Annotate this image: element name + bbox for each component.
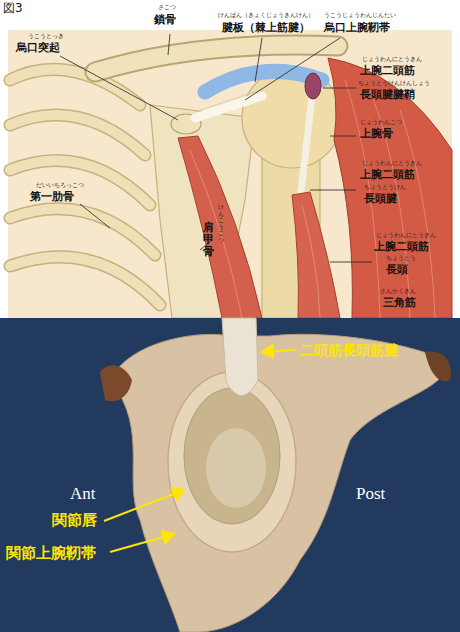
ligament-edge <box>195 90 260 112</box>
specimen-tissue <box>110 334 446 632</box>
leader-arrow <box>104 490 184 521</box>
rib <box>10 209 155 255</box>
tendon-sheath <box>305 73 321 99</box>
furigana: じょうわんこつ <box>360 119 402 126</box>
part-name: 肩甲骨 <box>203 222 214 258</box>
biceps-tendon-specimen <box>222 318 258 396</box>
rotator-cuff-tendon <box>205 71 322 92</box>
glenoid-center <box>206 428 266 508</box>
part-name: 長頭腱腱鞘 <box>360 89 415 102</box>
part-name: 上腕二頭筋 <box>360 169 415 182</box>
furigana: ちょうとうけん <box>364 184 406 191</box>
part-name: 上腕二頭筋 <box>360 65 415 78</box>
glenoid-cartilage <box>184 388 280 524</box>
part-name: 長頭腱 <box>364 193 397 206</box>
leader-line <box>168 34 170 55</box>
leader-arrow <box>110 534 174 552</box>
muscle-striation <box>302 205 320 318</box>
leader-line <box>255 38 262 82</box>
rib <box>10 161 150 205</box>
furigana: けんばん（きょくじょうきんけん） <box>218 12 314 19</box>
photo-arrows <box>104 350 296 552</box>
photo-label: 関節上腕靭帯 <box>6 545 96 562</box>
photo-label: 関節唇 <box>52 512 97 529</box>
biceps-long-head <box>292 192 340 318</box>
illustration-ground <box>8 30 452 318</box>
coracohumeral-ligament <box>195 96 262 118</box>
tissue-edge <box>425 351 451 381</box>
furigana: ちょうとう <box>386 255 416 262</box>
furigana: ちょうとうけんけんしょう <box>358 80 430 87</box>
photo-ground <box>0 318 460 632</box>
part-name: 第一肋骨 <box>30 191 74 204</box>
leader-arrow <box>262 350 296 352</box>
biceps-short-head <box>178 136 262 318</box>
leader-line <box>245 38 340 100</box>
part-name: 三角筋 <box>383 297 416 310</box>
part-name: 上腕骨 <box>360 128 393 141</box>
muscle-striation <box>190 150 242 318</box>
glenoid-labrum <box>168 372 296 552</box>
leader-line <box>323 88 356 89</box>
part-name: 腱板（棘上筋腱） <box>222 22 310 35</box>
rib-cage <box>10 69 160 305</box>
furigana: だいいちろっこつ <box>36 182 84 189</box>
furigana: じょうわんにとうきん <box>362 160 422 167</box>
part-name: 烏口突起 <box>16 42 60 55</box>
furigana: けんこうこつ <box>218 204 224 244</box>
furigana: うこうじょうわんじんたい <box>324 12 396 19</box>
part-name: 鎖骨 <box>154 14 176 27</box>
furigana: さんかくきん <box>380 288 416 295</box>
leader-line <box>330 262 372 263</box>
direction-label: Ant <box>70 484 96 504</box>
part-name: 長頭 <box>386 264 408 277</box>
leader-line <box>60 56 178 120</box>
leader-lines <box>60 34 372 262</box>
rib <box>10 115 145 155</box>
furigana: さこつ <box>158 4 176 11</box>
part-name: 烏口上腕靭帯 <box>324 22 390 35</box>
leader-line <box>330 136 356 137</box>
rib <box>10 257 160 305</box>
photo-label: 二頭筋長頭筋腱 <box>300 342 398 358</box>
direction-label: Post <box>356 484 385 504</box>
leader-line <box>310 190 356 191</box>
rib <box>10 115 145 155</box>
rib <box>10 209 155 255</box>
furigana: うこうとっき <box>28 33 64 40</box>
deltoid-muscle <box>328 58 452 318</box>
leader-line <box>80 204 110 228</box>
furigana: じょうわんにとうきん <box>362 56 422 63</box>
rib <box>10 257 160 305</box>
part-name: 上腕二頭筋 <box>374 241 429 254</box>
figure-title: 図3 <box>3 2 23 16</box>
rib <box>10 161 150 205</box>
muscle-striation <box>345 80 435 318</box>
furigana: じょうわんにとうきん <box>376 232 436 239</box>
tissue-edge <box>100 365 132 401</box>
